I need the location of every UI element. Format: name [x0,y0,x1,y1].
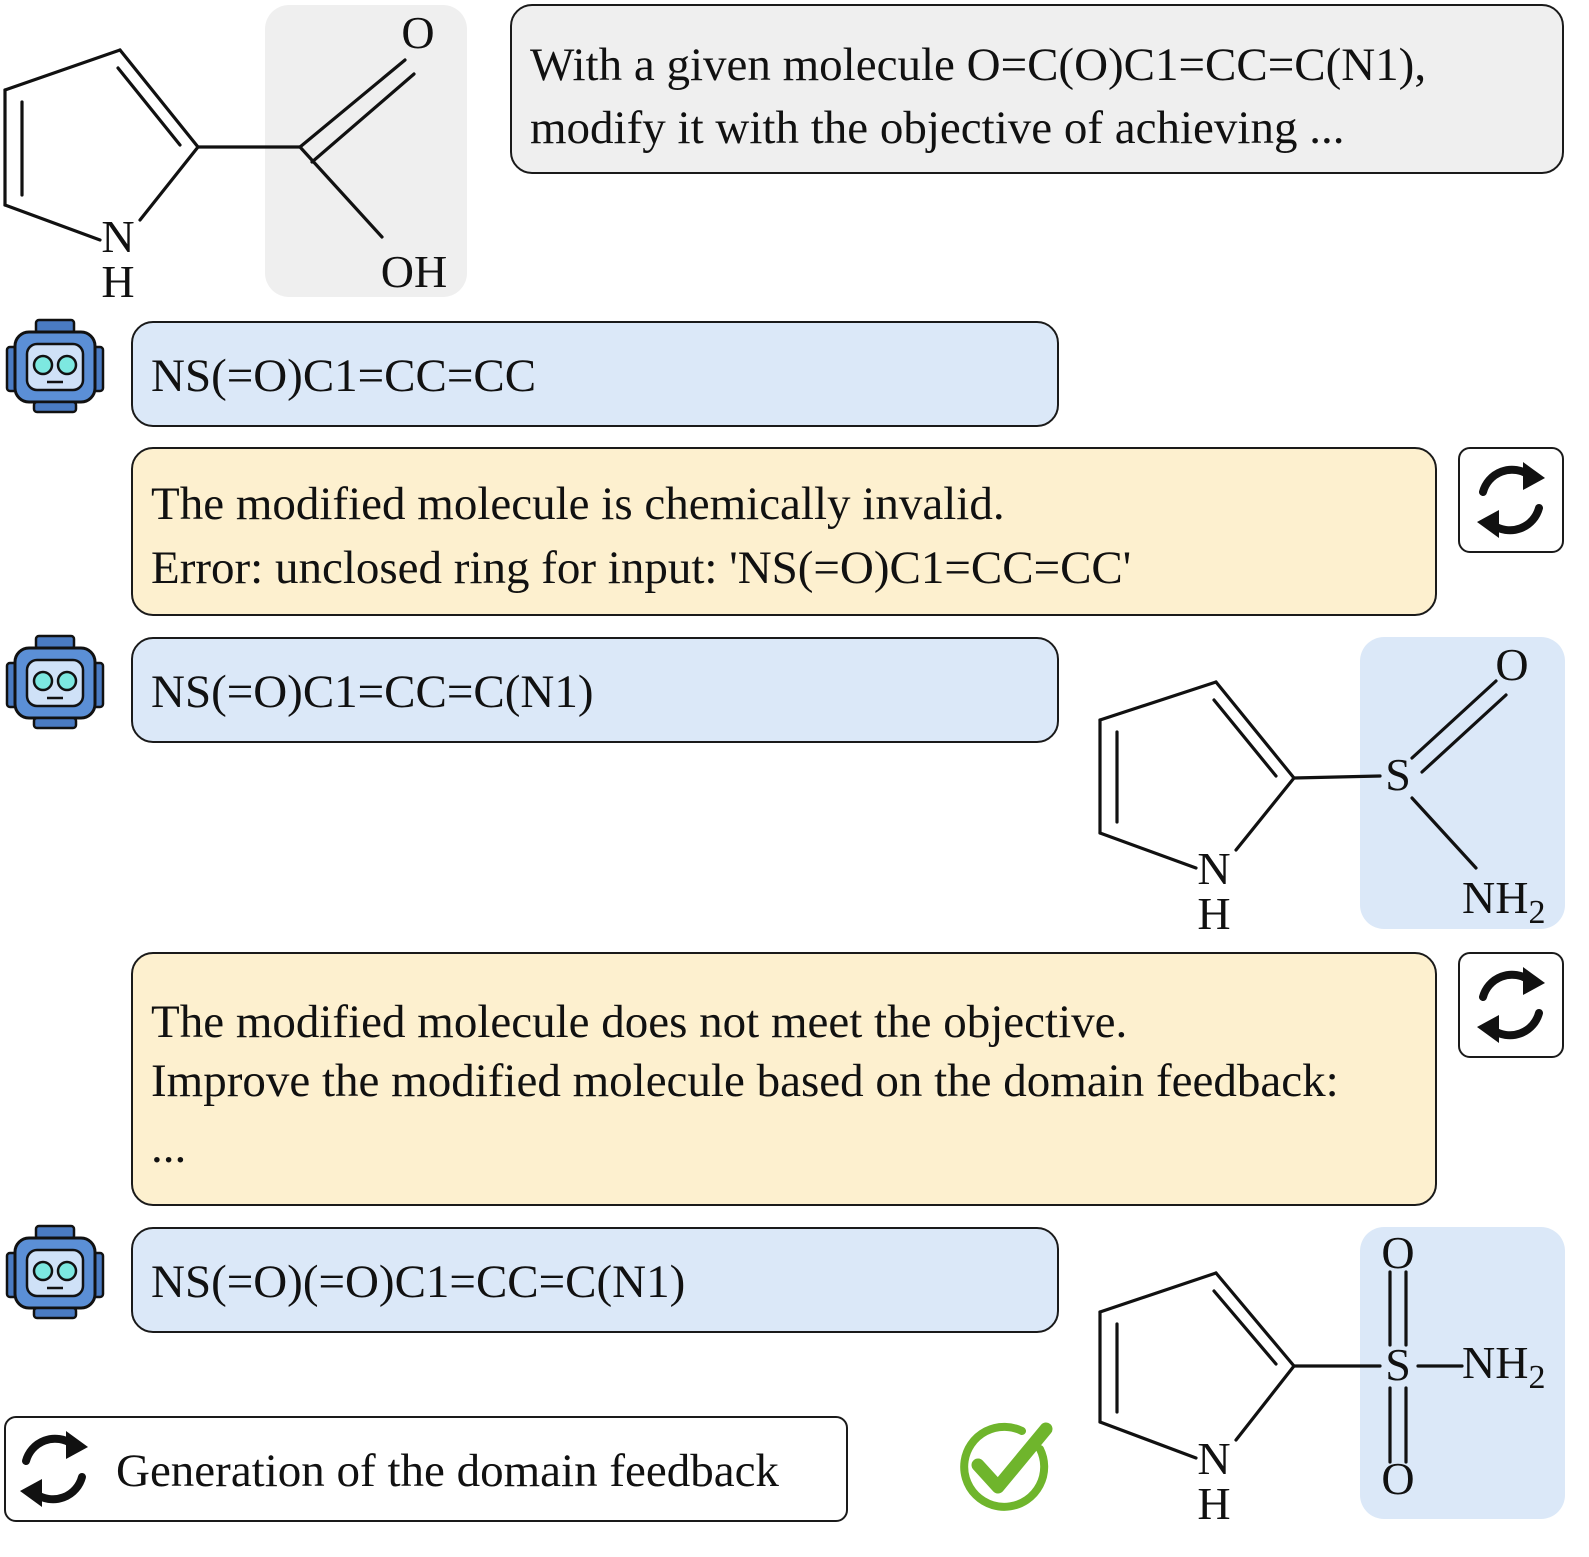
feedback-2-line-2: Improve the modified molecule based on t… [151,1055,1339,1107]
response-3-text: NS(=O)(=O)C1=CC=C(N1) [151,1256,686,1308]
hydrogen-label: H [101,256,134,307]
robot-icon [5,634,105,730]
hydroxyl-label: OH [381,246,447,297]
feedback-2-line-1: The modified molecule does not meet the … [151,996,1128,1048]
feedback-2-line-3: ... [151,1121,187,1173]
cycle-badge-2 [1458,952,1564,1058]
highlight-sulfinamide [1360,637,1565,929]
nitrogen-label: N [101,211,134,262]
amine-label: NH2 [1462,872,1545,931]
response-box-3: NS(=O)(=O)C1=CC=C(N1) [131,1227,1059,1333]
feedback-1-line-2: Error: unclosed ring for input: 'NS(=O)C… [151,542,1132,594]
cycle-badge-1 [1458,447,1564,553]
robot-icon [5,318,105,414]
response-box-1: NS(=O)C1=CC=CC [131,321,1059,427]
hydrogen-label: H [1197,888,1230,939]
legend-label: Generation of the domain feedback [116,1445,779,1497]
highlight-carboxyl [265,5,467,297]
legend-box: Generation of the domain feedback [4,1416,848,1522]
nitrogen-label: N [1197,1433,1230,1484]
amine-label: NH2 [1462,1337,1545,1396]
feedback-box-2: The modified molecule does not meet the … [131,952,1437,1206]
response-box-2: NS(=O)C1=CC=C(N1) [131,637,1059,743]
response-1-text: NS(=O)C1=CC=CC [151,350,537,402]
oxygen-bottom-label: O [1381,1453,1414,1504]
feedback-1-line-1: The modified molecule is chemically inva… [151,478,1005,530]
prompt-line-2: modify it with the objective of achievin… [530,102,1345,154]
sulfur-label: S [1385,1339,1411,1390]
robot-icon [5,1224,105,1320]
prompt-box: With a given molecule O=C(O)C1=CC=C(N1),… [510,4,1564,174]
check-circle-icon [960,1422,1053,1511]
sulfur-label: S [1385,749,1411,800]
feedback-box-1: The modified molecule is chemically inva… [131,447,1437,616]
highlight-sulfonamide [1360,1227,1565,1519]
oxygen-top-label: O [1381,1227,1414,1278]
oxygen-label: O [1495,639,1528,690]
oxygen-label: O [401,7,434,58]
prompt-line-1: With a given molecule O=C(O)C1=CC=C(N1), [530,39,1427,91]
response-2-text: NS(=O)C1=CC=C(N1) [151,666,594,718]
nitrogen-label: N [1197,843,1230,894]
hydrogen-label: H [1197,1478,1230,1529]
